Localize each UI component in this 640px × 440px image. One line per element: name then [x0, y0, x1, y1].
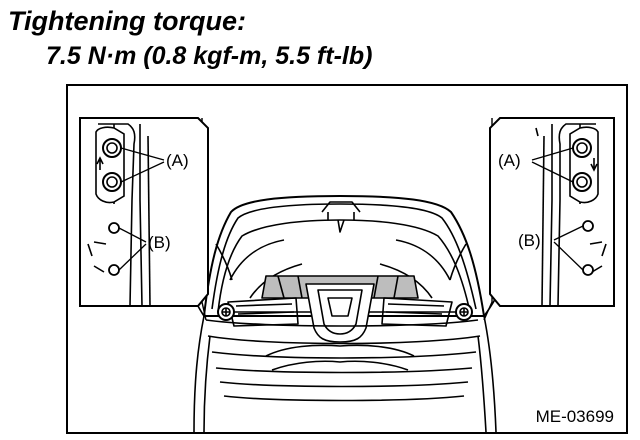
left-bolt-a-label: (A)	[166, 151, 189, 170]
trunk-hinge-diagram: (A) (B) (A) (B) ME-03699	[66, 84, 628, 434]
left-bolt-b-label: (B)	[148, 233, 171, 252]
right-bolt-b-label: (B)	[518, 231, 541, 250]
left-callout-lines	[118, 147, 165, 271]
torque-value: 7.5 N·m (0.8 kgf-m, 5.5 ft-lb)	[46, 42, 373, 70]
torque-label: Tightening torque:	[8, 6, 246, 36]
right-bolt-a-label: (A)	[498, 151, 521, 170]
figure-code: ME-03699	[536, 407, 614, 426]
left-hinge-inset	[79, 117, 209, 307]
right-callout-lines	[531, 147, 584, 271]
trunk-lid-illustration	[165, 195, 525, 433]
right-hinge-inset	[489, 117, 615, 307]
